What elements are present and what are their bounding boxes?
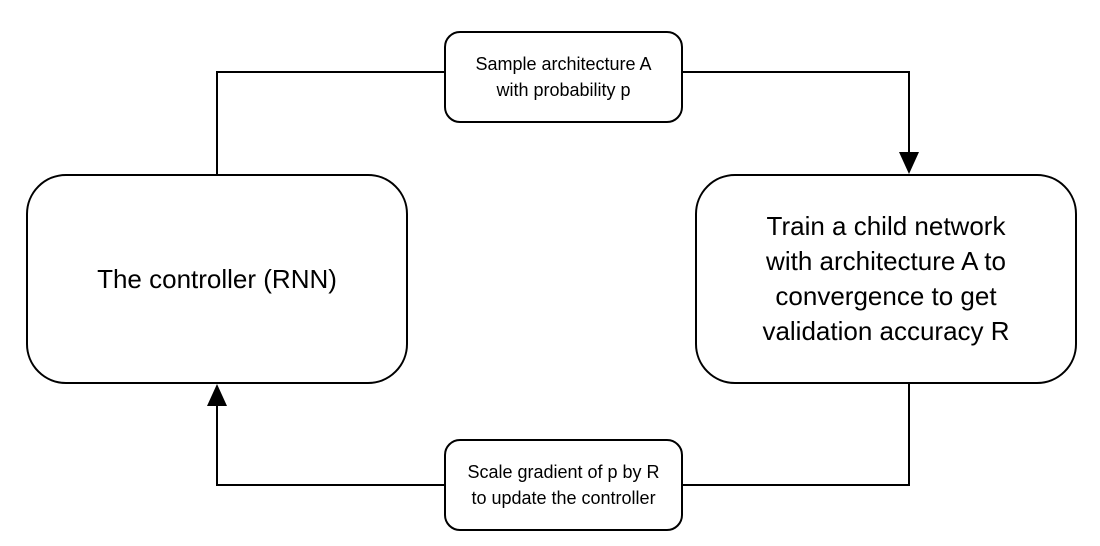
sample-architecture-label-text: Sample architecture A with probability p [475, 51, 651, 103]
connector-sample-label-to-child-network [683, 71, 910, 155]
sample-architecture-label: Sample architecture A with probability p [444, 31, 683, 123]
arrowhead-into-controller [207, 384, 227, 406]
child-network-node: Train a child network with architecture … [695, 174, 1077, 384]
arrowhead-into-child-network [899, 152, 919, 174]
child-network-node-line: validation accuracy R [762, 316, 1010, 346]
child-network-node-text: Train a child network with architecture … [762, 209, 1009, 349]
child-network-node-line: convergence to get [775, 281, 997, 311]
child-network-node-line: with architecture A to [766, 246, 1006, 276]
scale-gradient-label-line: Scale gradient of p by R [467, 462, 660, 482]
connector-scale-label-to-controller [216, 404, 444, 486]
sample-architecture-label-line: with probability p [496, 80, 631, 100]
controller-node-line: The controller (RNN) [97, 263, 337, 294]
scale-gradient-label-text: Scale gradient of p by R to update the c… [467, 459, 659, 511]
controller-node: The controller (RNN) [26, 174, 408, 384]
connector-child-network-to-scale-label [683, 384, 910, 486]
connector-controller-to-sample-label [216, 71, 444, 174]
child-network-node-line: Train a child network [766, 211, 1006, 241]
scale-gradient-label: Scale gradient of p by R to update the c… [444, 439, 683, 531]
controller-node-text: The controller (RNN) [97, 262, 337, 297]
sample-architecture-label-line: Sample architecture A [475, 54, 652, 74]
scale-gradient-label-line: to update the controller [471, 488, 656, 508]
